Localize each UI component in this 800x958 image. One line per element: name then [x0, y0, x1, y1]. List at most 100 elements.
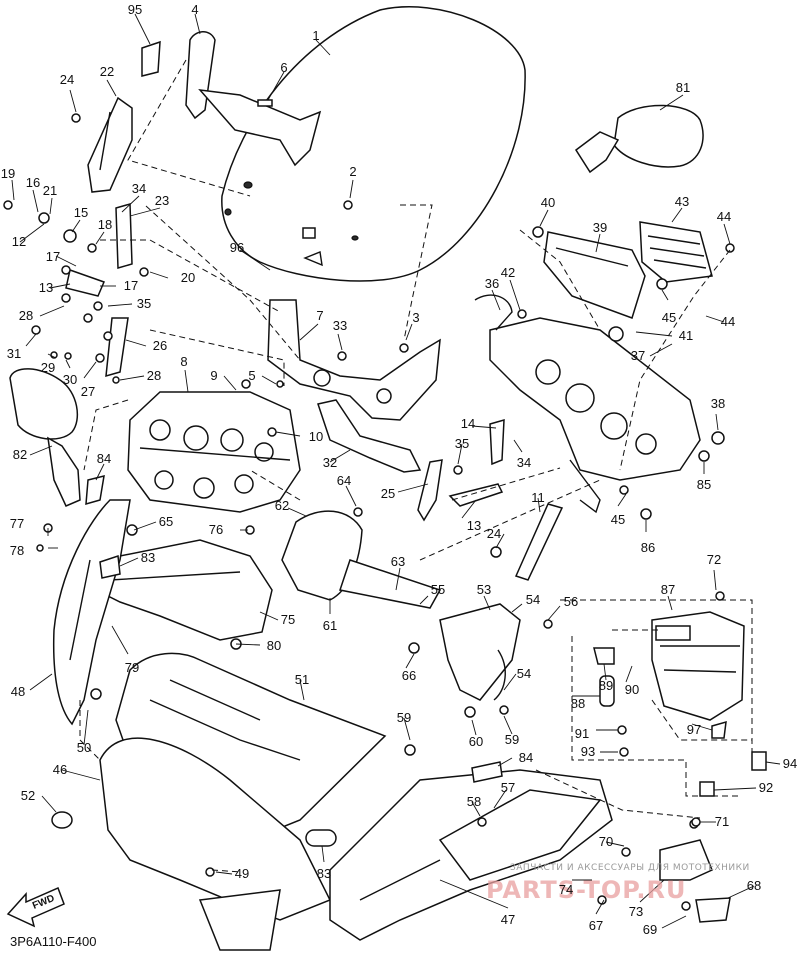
callout: 29: [41, 360, 55, 375]
callout: 55: [431, 582, 445, 597]
callout: 84: [97, 451, 111, 466]
callout: 76: [209, 522, 223, 537]
callout: 35: [137, 296, 151, 311]
part-clip-92: [699, 781, 715, 797]
callout: 84: [519, 750, 533, 765]
callout: 51: [295, 672, 309, 687]
callout: 46: [53, 762, 67, 777]
part-duct-43: [639, 221, 713, 283]
callout: 14: [461, 416, 475, 431]
callout: 83: [317, 866, 331, 881]
callout: 24: [60, 72, 74, 87]
part-lower-cowl-46: [99, 737, 332, 951]
callout: 34: [517, 455, 531, 470]
part-inner-panel-61: [281, 510, 442, 609]
callout: 59: [505, 732, 519, 747]
callout: 95: [128, 2, 142, 17]
callout: 91: [575, 726, 589, 741]
callout: 36: [485, 276, 499, 291]
part-grommet-83-lower: [305, 829, 337, 847]
callout: 35: [455, 436, 469, 451]
watermark: ЗАПЧАСТИ И АКСЕССУАРЫ ДЛЯ МОТОТЕХНИКИ PA…: [486, 863, 750, 904]
callout: 22: [100, 64, 114, 79]
part-screen-trim: [185, 31, 322, 167]
part-stay-right: [474, 294, 701, 514]
callout: 17: [124, 278, 138, 293]
part-inner-stay-53: [439, 603, 521, 701]
callout: 59: [397, 710, 411, 725]
part-bracket-26: [105, 317, 129, 378]
callout: 13: [39, 280, 53, 295]
part-box-assembly: [593, 611, 745, 721]
callout: 45: [611, 512, 625, 527]
part-mirror-left: [9, 368, 81, 507]
callout: 66: [402, 668, 416, 683]
callout: 83: [141, 550, 155, 565]
part-cap-52: [51, 811, 73, 829]
part-bracket-25: [417, 459, 443, 522]
callout: 64: [337, 473, 351, 488]
part-bracket-13-left: [65, 269, 106, 297]
callout: 62: [275, 498, 289, 513]
part-clip-97: [711, 720, 727, 739]
callout: 79: [125, 660, 139, 675]
callout: 74: [559, 882, 573, 897]
callout: 8: [180, 354, 187, 369]
callout: 48: [11, 684, 25, 699]
callout: 70: [599, 834, 613, 849]
part-cover-39: [543, 231, 646, 319]
callout: 40: [541, 195, 555, 210]
callout: 47: [501, 912, 515, 927]
callout: 69: [643, 922, 657, 937]
callout: 90: [625, 682, 639, 697]
callout: 21: [43, 183, 57, 198]
callout: 75: [281, 612, 295, 627]
part-bracket-22: [87, 96, 133, 193]
callout: 50: [77, 740, 91, 755]
watermark-tagline: ЗАПЧАСТИ И АКСЕССУАРЫ ДЛЯ МОТОТЕХНИКИ: [510, 863, 750, 873]
callout: 57: [501, 780, 515, 795]
part-stay-32: [317, 399, 422, 473]
part-stay-center: [267, 299, 441, 421]
callout: 68: [747, 878, 761, 893]
callout: 7: [316, 308, 323, 323]
callout: 45: [662, 310, 676, 325]
callout: 71: [715, 814, 729, 829]
callout: 85: [697, 477, 711, 492]
callout: 78: [10, 543, 24, 558]
callout: 65: [159, 514, 173, 529]
callout: 44: [717, 209, 731, 224]
callout: 28: [19, 308, 33, 323]
callout: 39: [593, 220, 607, 235]
part-bracket-14: [489, 418, 505, 466]
callout: 1: [312, 28, 319, 43]
callout: 3: [412, 310, 419, 325]
diagram-code: 3P6A110-F400: [10, 934, 97, 949]
callout: 82: [13, 447, 27, 462]
callout: 54: [517, 666, 531, 681]
callout: 38: [711, 396, 725, 411]
callout: 52: [21, 788, 35, 803]
part-plate-84-upper: [85, 474, 105, 506]
callout: 27: [81, 384, 95, 399]
callout: 53: [477, 582, 491, 597]
callout: 81: [676, 80, 690, 95]
callout: 33: [333, 318, 347, 333]
callout: 89: [599, 678, 613, 693]
callout: 63: [391, 554, 405, 569]
part-side-cowl-48: [52, 499, 131, 726]
callout: 10: [309, 429, 323, 444]
callout: 12: [12, 234, 26, 249]
callout: 86: [641, 540, 655, 555]
callout: 20: [181, 270, 195, 285]
callout: 37: [631, 348, 645, 363]
callout: 28: [147, 368, 161, 383]
part-rail-11: [514, 503, 564, 581]
callout: 72: [707, 552, 721, 567]
part-meter-assembly: [127, 391, 301, 513]
callout: 58: [467, 794, 481, 809]
callout: 93: [581, 744, 595, 759]
part-clip-94: [751, 751, 767, 771]
callout: 80: [267, 638, 281, 653]
